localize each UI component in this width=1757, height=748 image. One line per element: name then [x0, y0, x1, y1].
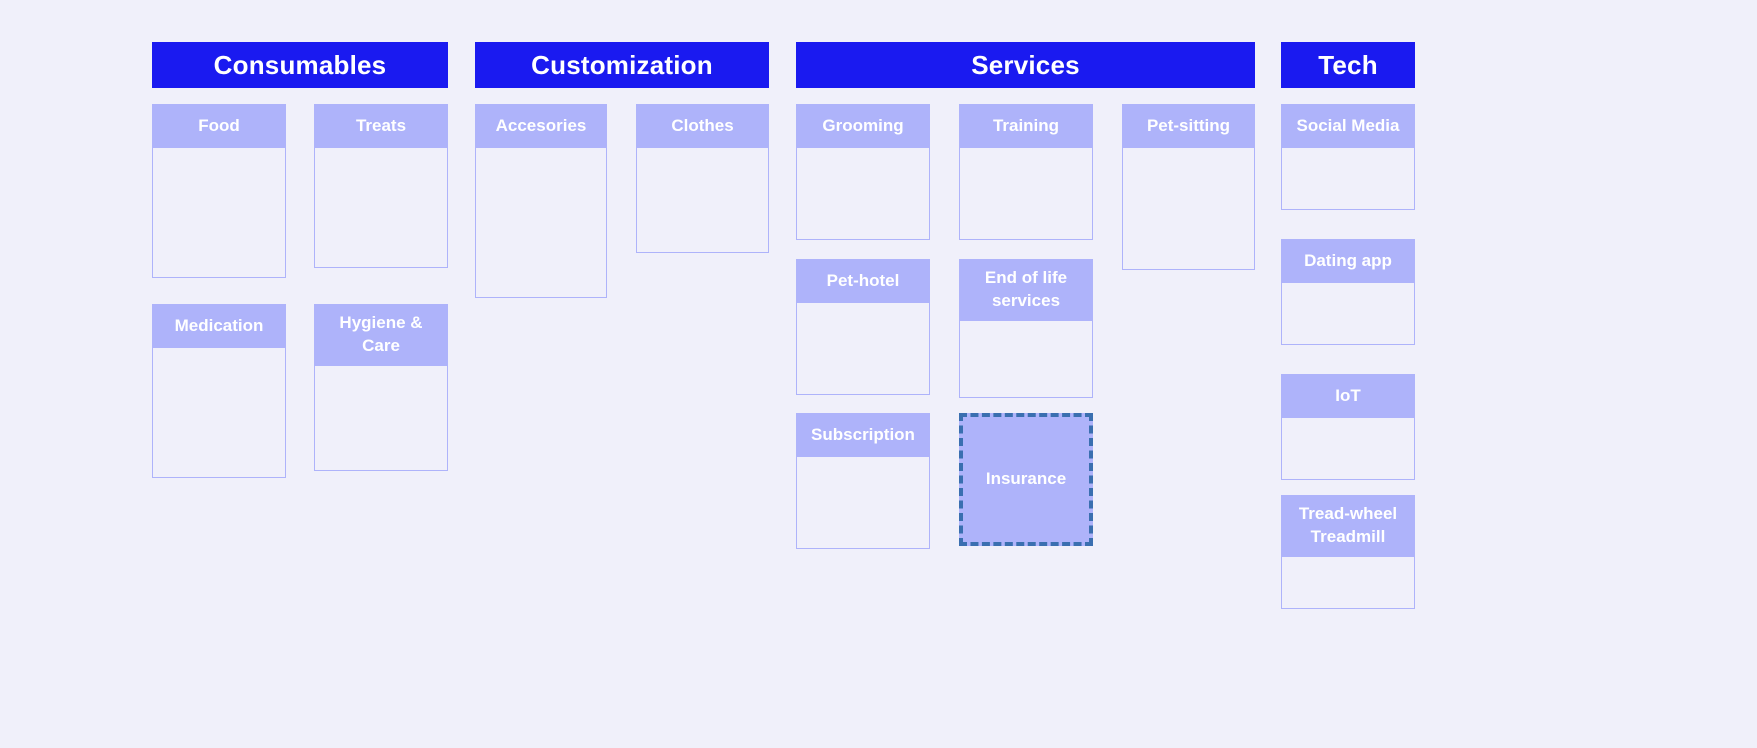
group-header-customization[interactable]: Customization [475, 42, 769, 88]
card-title-end-of-life-services: End of life services [959, 259, 1093, 321]
group-tech: Tech Social Media Dating app IoT Tread-w… [1281, 42, 1415, 624]
card-clothes[interactable]: Clothes [636, 104, 769, 253]
card-title-clothes: Clothes [636, 104, 769, 148]
group-header-consumables[interactable]: Consumables [152, 42, 448, 88]
card-title-accesories: Accesories [475, 104, 607, 148]
card-pet-hotel[interactable]: Pet-hotel [796, 259, 930, 395]
card-food[interactable]: Food [152, 104, 286, 278]
group-header-tech[interactable]: Tech [1281, 42, 1415, 88]
group-customization: Customization Accesories Clothes [475, 42, 769, 364]
card-body-accesories[interactable] [475, 148, 607, 298]
card-body-dating-app[interactable] [1281, 283, 1415, 345]
card-treats[interactable]: Treats [314, 104, 448, 268]
card-title-hygiene-care: Hygiene & Care [314, 304, 448, 366]
card-title-treats: Treats [314, 104, 448, 148]
card-body-social-media[interactable] [1281, 148, 1415, 210]
card-insurance[interactable]: Insurance [959, 413, 1093, 546]
card-body-iot[interactable] [1281, 418, 1415, 480]
group-body-tech: Social Media Dating app IoT Tread-wheel … [1281, 104, 1415, 624]
group-body-services: Grooming Pet-hotel Subscription Training [796, 104, 1255, 554]
card-body-hygiene-care[interactable] [314, 365, 448, 471]
card-grooming[interactable]: Grooming [796, 104, 930, 240]
card-body-treats[interactable] [314, 148, 448, 268]
card-subscription[interactable]: Subscription [796, 413, 930, 549]
card-body-clothes[interactable] [636, 148, 769, 253]
card-title-dating-app: Dating app [1281, 239, 1415, 283]
card-title-tread-wheel-treadmill: Tread-wheel Treadmill [1281, 495, 1415, 557]
card-title-iot: IoT [1281, 374, 1415, 418]
card-title-medication: Medication [152, 304, 286, 348]
card-social-media[interactable]: Social Media [1281, 104, 1415, 210]
card-title-social-media: Social Media [1281, 104, 1415, 148]
card-title-insurance: Insurance [963, 417, 1089, 542]
group-body-consumables: Food Medication Treats Hygiene & Care [152, 104, 448, 484]
card-title-grooming: Grooming [796, 104, 930, 148]
card-pet-sitting[interactable]: Pet-sitting [1122, 104, 1255, 270]
card-body-pet-sitting[interactable] [1122, 148, 1255, 270]
card-training[interactable]: Training [959, 104, 1093, 240]
card-iot[interactable]: IoT [1281, 374, 1415, 480]
card-title-subscription: Subscription [796, 413, 930, 457]
group-body-customization: Accesories Clothes [475, 104, 769, 364]
card-body-food[interactable] [152, 148, 286, 278]
card-body-subscription[interactable] [796, 457, 930, 549]
card-body-training[interactable] [959, 148, 1093, 240]
card-body-grooming[interactable] [796, 148, 930, 240]
card-tread-wheel-treadmill[interactable]: Tread-wheel Treadmill [1281, 495, 1415, 609]
card-hygiene-care[interactable]: Hygiene & Care [314, 304, 448, 471]
card-body-medication[interactable] [152, 348, 286, 478]
card-body-end-of-life-services[interactable] [959, 320, 1093, 398]
card-accesories[interactable]: Accesories [475, 104, 607, 298]
card-body-pet-hotel[interactable] [796, 303, 930, 395]
card-title-food: Food [152, 104, 286, 148]
group-header-services[interactable]: Services [796, 42, 1255, 88]
card-dating-app[interactable]: Dating app [1281, 239, 1415, 345]
group-services: Services Grooming Pet-hotel Subscription [796, 42, 1255, 554]
card-title-training: Training [959, 104, 1093, 148]
card-body-tread-wheel-treadmill[interactable] [1281, 556, 1415, 609]
group-consumables: Consumables Food Medication Treats H [152, 42, 448, 484]
card-end-of-life-services[interactable]: End of life services [959, 259, 1093, 398]
card-title-pet-sitting: Pet-sitting [1122, 104, 1255, 148]
card-title-pet-hotel: Pet-hotel [796, 259, 930, 303]
card-medication[interactable]: Medication [152, 304, 286, 478]
